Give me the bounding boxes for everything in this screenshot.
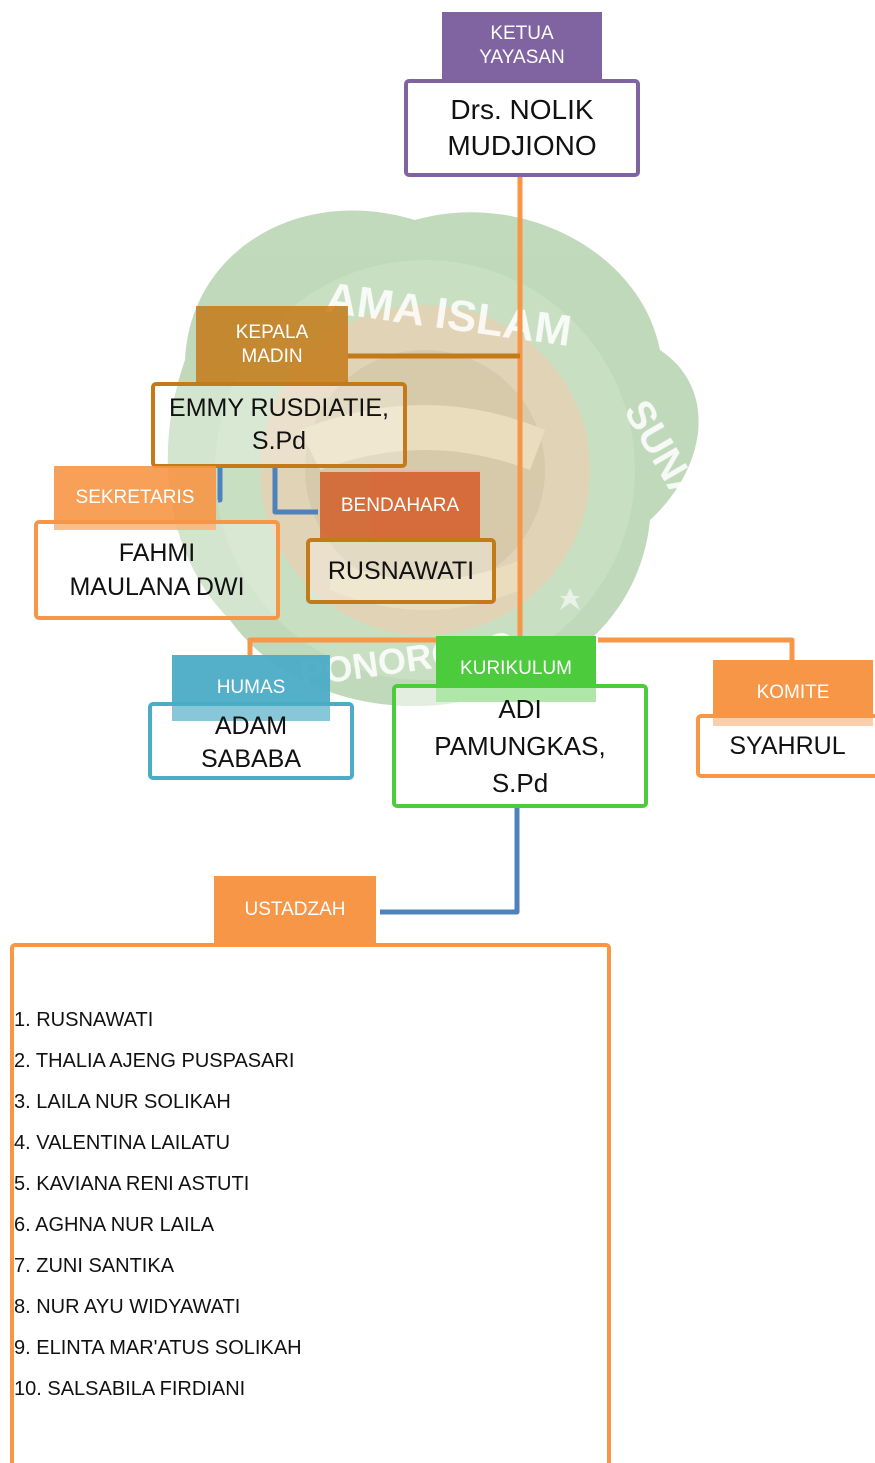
komite-name-box: SYAHRUL — [696, 714, 875, 778]
bendahara-title: BENDAHARA — [320, 472, 480, 540]
sekretaris-title: SEKRETARIS — [54, 466, 216, 530]
list-item: 5. KAVIANA RENI ASTUTI — [14, 1173, 250, 1195]
ustadzah-list-box — [10, 943, 611, 1463]
line-kepala-sekretaris — [217, 468, 223, 503]
line-branch-komite — [598, 637, 795, 660]
ketua-name-box: Drs. NOLIK MUDJIONO — [404, 79, 640, 177]
kepala-title: KEPALA MADIN — [196, 306, 348, 384]
list-item: 9. ELINTA MAR'ATUS SOLIKAH — [14, 1337, 302, 1359]
list-item: 10. SALSABILA FIRDIANI — [14, 1378, 246, 1400]
humas-name-box: ADAM SABABA — [148, 702, 354, 780]
line-kepala-bendahara — [272, 466, 318, 515]
list-item: 3. LAILA NUR SOLIKAH — [14, 1091, 231, 1113]
ustadzah-title: USTADZAH — [214, 876, 376, 944]
list-item: 2. THALIA AJENG PUSPASARI — [14, 1050, 295, 1072]
line-branch-humas — [247, 637, 512, 655]
ketua-title: KETUA YAYASAN — [442, 12, 602, 80]
ustadzah-list: 1. RUSNAWATI 2. THALIA AJENG PUSPASARI 3… — [14, 1000, 302, 1410]
sekretaris-name-box: FAHMI MAULANA DWI — [34, 520, 280, 620]
line-kurikulum-ustadzah — [380, 808, 520, 915]
list-item: 6. AGHNA NUR LAILA — [14, 1214, 215, 1236]
kepala-name-box: EMMY RUSDIATIE, S.Pd — [151, 382, 407, 468]
list-item: 4. VALENTINA LAILATU — [14, 1132, 231, 1154]
list-item: 7. ZUNI SANTIKA — [14, 1255, 175, 1277]
list-item: 8. NUR AYU WIDYAWATI — [14, 1296, 241, 1318]
list-item: 1. RUSNAWATI — [14, 1009, 154, 1031]
bendahara-name-box: RUSNAWATI — [306, 538, 496, 604]
humas-title: HUMAS — [172, 655, 330, 721]
kurikulum-name-box: ADI PAMUNGKAS, S.Pd — [392, 684, 648, 808]
